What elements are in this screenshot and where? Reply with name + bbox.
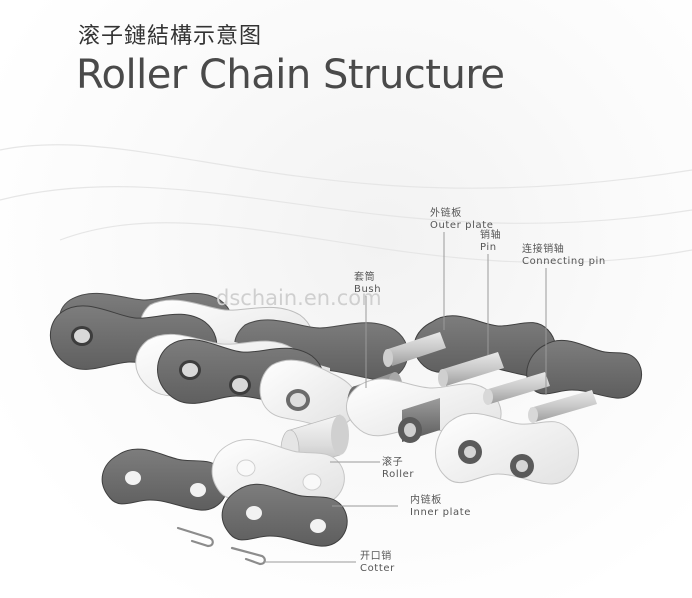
label-connecting-pin: 连接销轴 Connecting pin bbox=[522, 244, 606, 267]
leader-lines bbox=[264, 232, 547, 563]
title-chinese: 滚子鏈結構示意图 bbox=[78, 24, 263, 49]
connecting-link bbox=[483, 339, 643, 423]
cotter-pins bbox=[176, 526, 266, 566]
label-outer-plate: 外链板 Outer plate bbox=[430, 208, 494, 231]
label-bush: 套筒 Bush bbox=[354, 272, 382, 295]
label-cotter: 开口销 Cotter bbox=[360, 551, 395, 574]
label-inner-plate: 内链板 Inner plate bbox=[410, 495, 471, 518]
label-pin: 销轴 Pin bbox=[480, 230, 502, 253]
inner-plate-right bbox=[435, 412, 579, 485]
watermark-text: dschain.en.com bbox=[216, 286, 382, 310]
title-english: Roller Chain Structure bbox=[76, 52, 505, 98]
loose-dark-plate-1 bbox=[101, 448, 228, 511]
loose-dark-plate-2 bbox=[221, 483, 348, 547]
label-roller: 滚子 Roller bbox=[382, 457, 415, 480]
background-swoosh bbox=[0, 144, 692, 264]
